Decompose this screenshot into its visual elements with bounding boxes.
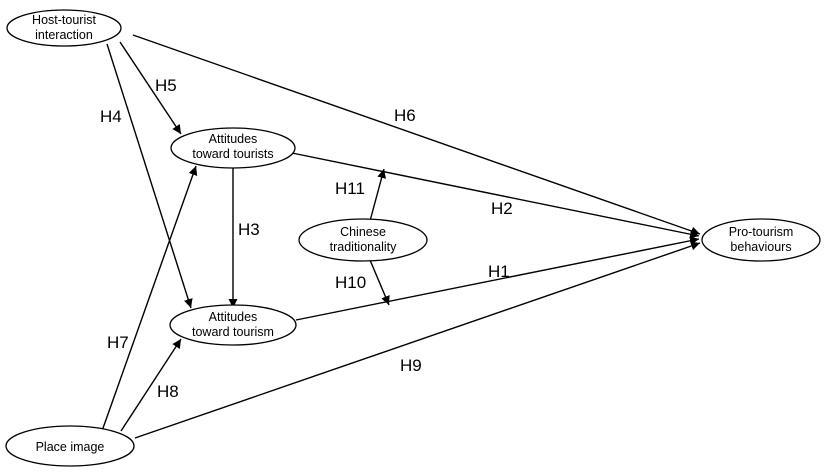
hypothesis-label-h9: H9	[400, 356, 422, 375]
hypothesis-label-h6: H6	[394, 106, 416, 125]
node-chinese-traditionality-line2: traditionality	[330, 240, 397, 254]
node-attitudes-toward-tourists-line1: Attitudes	[209, 132, 258, 146]
node-attitudes-toward-tourism-line1: Attitudes	[209, 310, 258, 324]
node-pro-tourism-behaviours-line1: Pro-tourism	[729, 225, 794, 239]
node-attitudes-toward-tourists-line2: toward tourists	[192, 147, 273, 161]
edge-traditionality-moderates-h1	[369, 259, 390, 306]
node-attitudes-toward-tourism-line2: toward tourism	[192, 325, 274, 339]
node-chinese-traditionality-line1: Chinese	[340, 225, 386, 239]
edge-place-image-to-attitudes-tourism	[120, 338, 182, 432]
hypothesis-label-h4: H4	[100, 107, 122, 126]
hypothesis-label-h7: H7	[107, 333, 129, 352]
edge-attitudes-tourists-to-pro-tourism	[291, 152, 700, 239]
hypothesis-label-h10: H10	[335, 273, 366, 292]
edge-host-interaction-to-pro-tourism	[132, 34, 701, 236]
edge-place-image-to-pro-tourism	[134, 241, 701, 439]
edge-traditionality-moderates-h2	[369, 168, 387, 222]
node-attitudes-toward-tourism: Attitudes toward tourism	[169, 304, 297, 346]
node-attitudes-toward-tourists: Attitudes toward tourists	[170, 127, 296, 169]
hypothesis-label-h11: H11	[335, 179, 365, 198]
edge-host-interaction-to-attitudes-tourism	[106, 43, 193, 309]
node-place-image-label: Place image	[36, 440, 105, 454]
hypothesis-label-h3: H3	[238, 220, 260, 239]
node-place-image: Place image	[5, 425, 135, 467]
node-pro-tourism-behaviours-line2: behaviours	[730, 240, 791, 254]
edge-attitudes-tourism-to-pro-tourism	[295, 236, 700, 321]
hypothesis-label-h5: H5	[155, 76, 177, 95]
node-pro-tourism-behaviours: Pro-tourism behaviours	[701, 218, 821, 262]
edge-host-interaction-to-attitudes-tourists	[119, 41, 182, 135]
node-host-tourist-interaction-line2: interaction	[35, 28, 93, 42]
node-host-tourist-interaction-line1: Host-tourist	[32, 13, 96, 27]
node-host-tourist-interaction: Host-tourist interaction	[6, 9, 122, 47]
edge-place-image-to-attitudes-tourists	[101, 165, 198, 432]
node-chinese-traditionality: Chinese traditionality	[298, 218, 428, 262]
hypothesis-label-h2: H2	[491, 199, 513, 218]
hypothesis-label-h1: H1	[488, 262, 510, 281]
hypothesis-label-h8: H8	[157, 382, 179, 401]
